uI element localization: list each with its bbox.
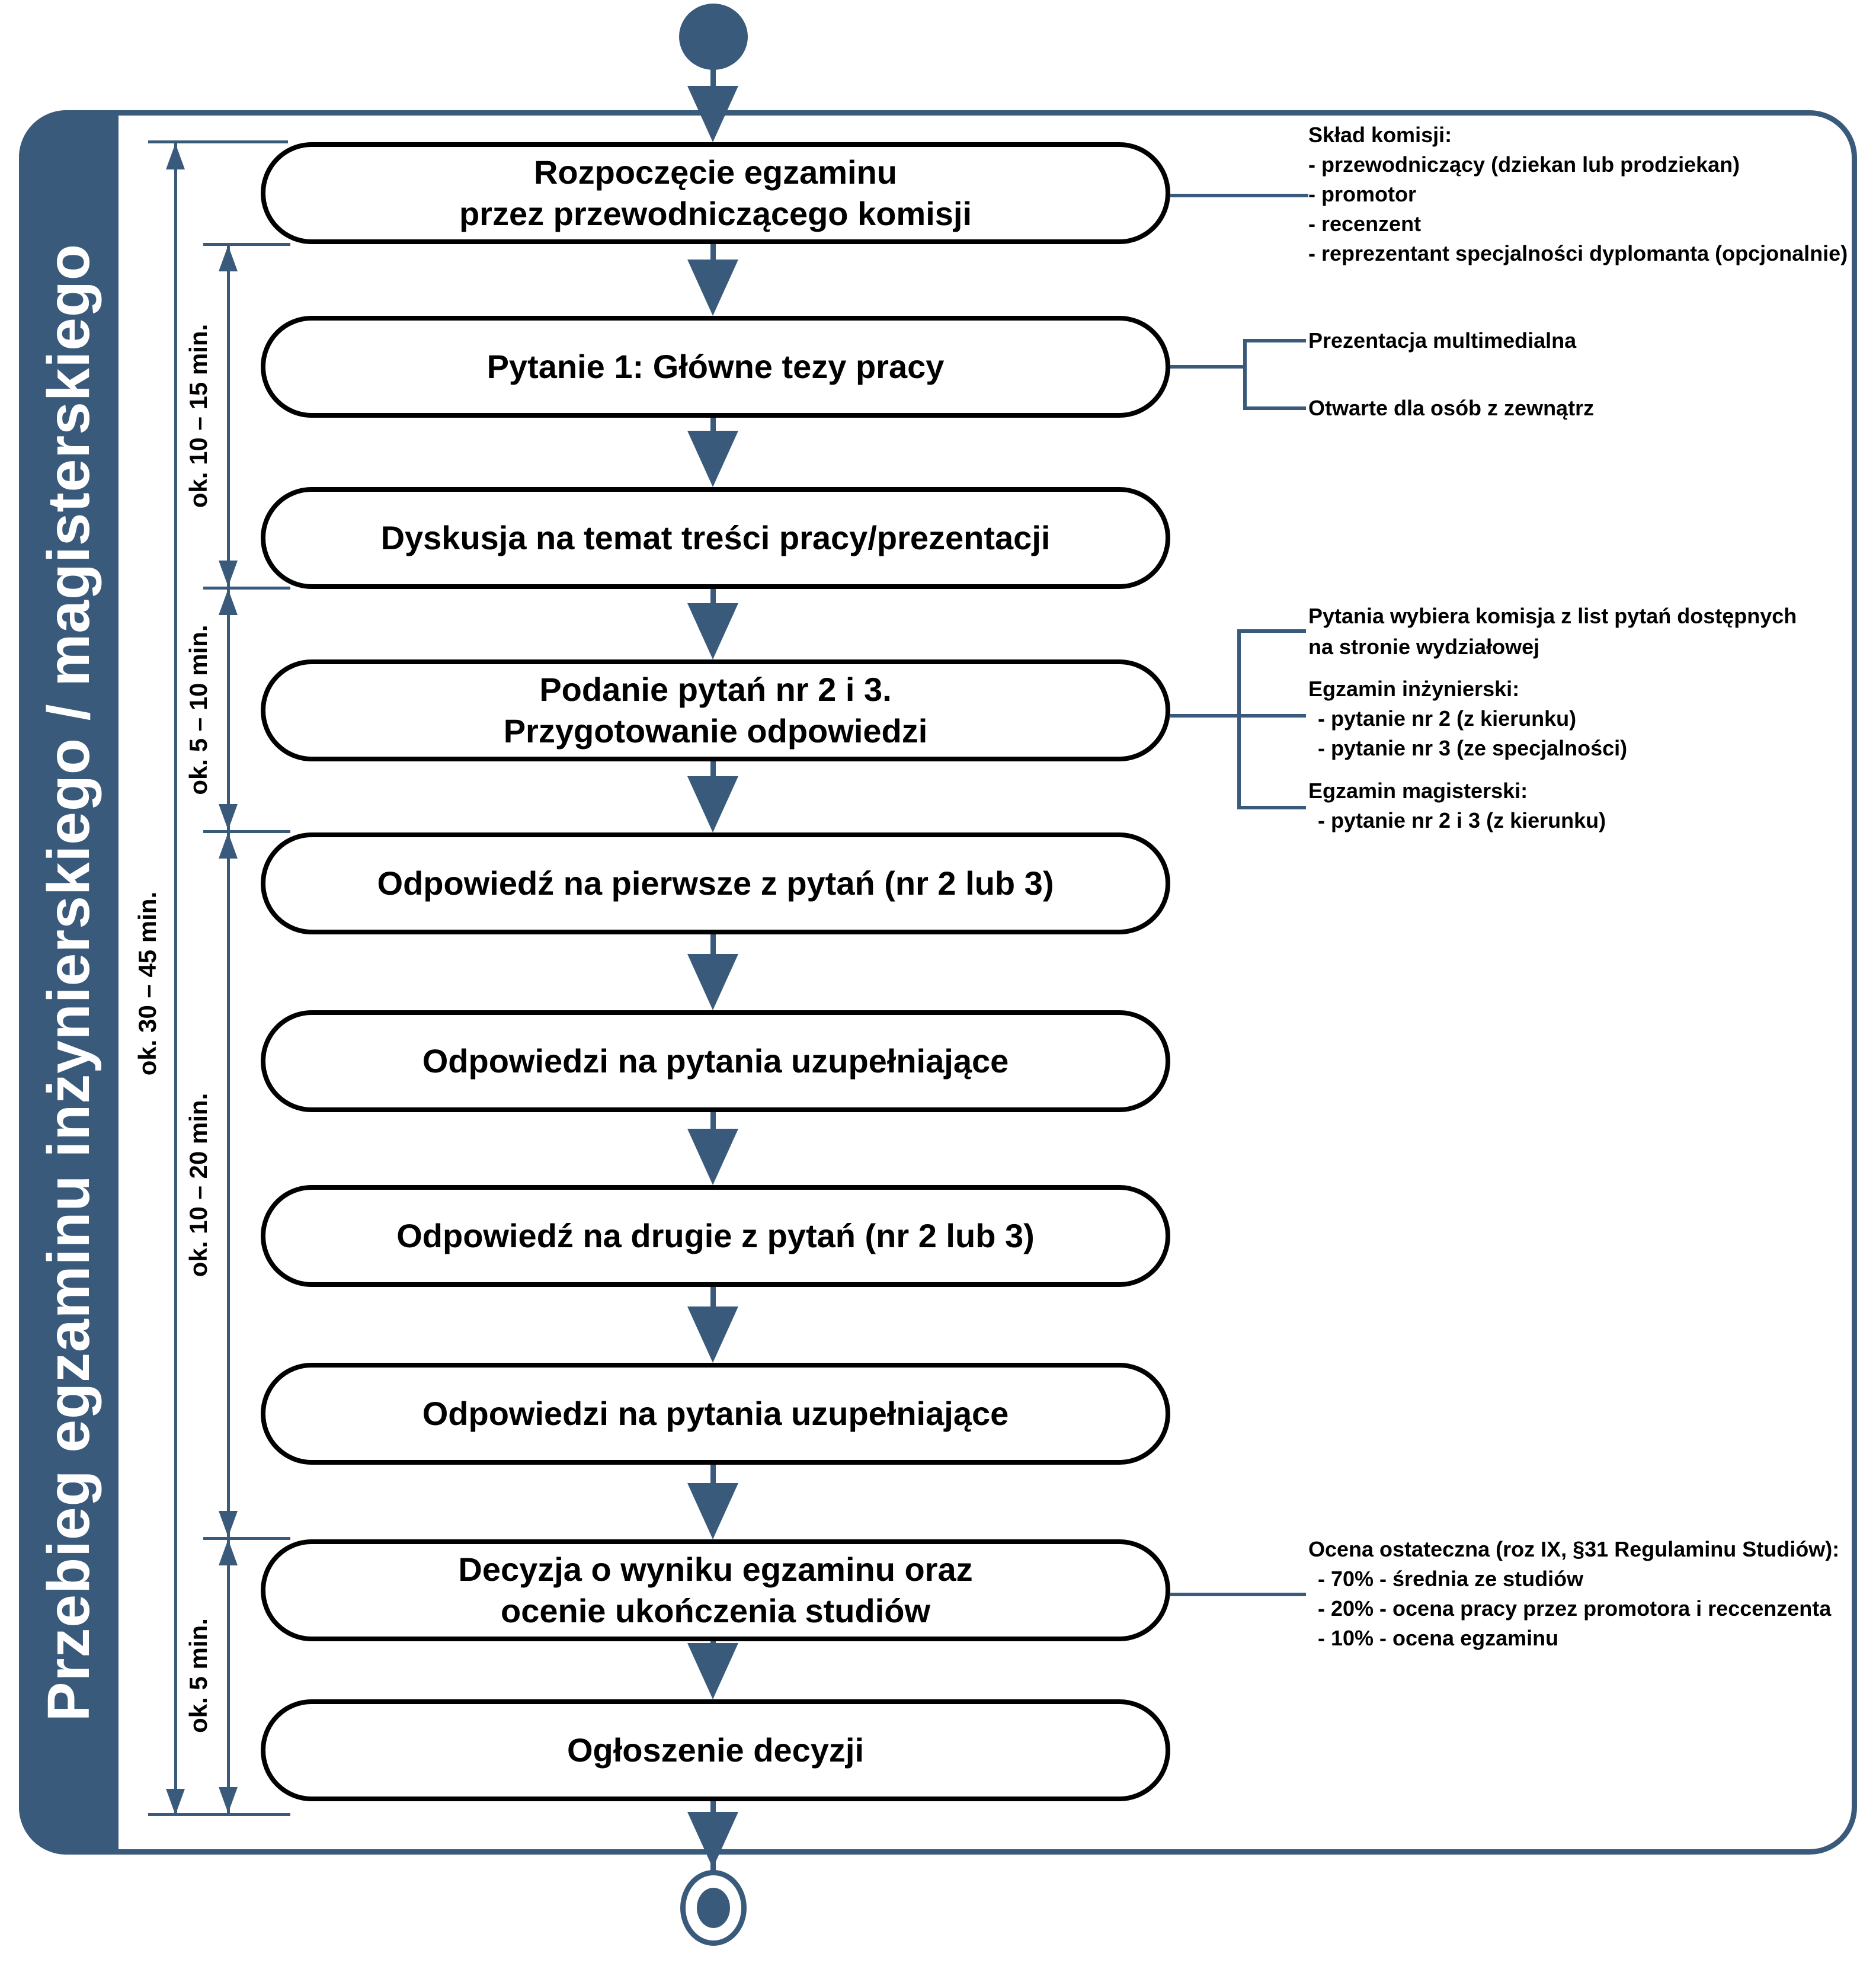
step-odpowiedzi-uzupelniajace-2: Odpowiedzi na pytania uzupełniające [261, 1363, 1170, 1465]
connector-presentation-bottom [1243, 406, 1306, 410]
step-rozpoczecie-egzaminu: Rozpoczęcie egzaminu przez przewodnicząc… [261, 142, 1170, 244]
duration-label-total: ok. 30 – 45 min. [133, 891, 161, 1076]
connector-grading [1170, 1593, 1306, 1596]
dimension-arrow [219, 804, 238, 830]
dimension-arrow [166, 1789, 185, 1815]
annotation-questions-msc-item: - pytanie nr 2 i 3 (z kierunku) [1318, 808, 1606, 832]
annotation-committee-title: Skład komisji: [1308, 123, 1452, 147]
annotation-presentation-1: Prezentacja multimedialna [1308, 328, 1577, 353]
annotation-grading-item: - 10% - ocena egzaminu [1318, 1626, 1559, 1650]
end-node-dot [697, 1888, 730, 1928]
annotation-committee-item: - przewodniczący (dziekan lub prodziekan… [1308, 152, 1740, 177]
dimension-arrow [219, 245, 238, 271]
flow-arrow-line [710, 1287, 716, 1322]
dimension-arrow [219, 1511, 238, 1537]
dimension-arrow [219, 561, 238, 587]
step-label: Dyskusja na temat treści pracy/prezentac… [380, 519, 1051, 556]
flow-arrowhead [687, 1643, 738, 1699]
step-label: Rozpoczęcie egzaminu przez przewodnicząc… [459, 153, 972, 232]
dimension-tick [203, 243, 290, 246]
dimension-tick [148, 140, 288, 143]
step-odpowiedz-pierwsze-pytanie: Odpowiedź na pierwsze z pytań (nr 2 lub … [261, 832, 1170, 934]
flow-arrowhead [687, 603, 738, 659]
step-label: Pytanie 1: Główne tezy pracy [486, 348, 945, 385]
step-label: Odpowiedzi na pytania uzupełniające [422, 1395, 1009, 1432]
diagram-title: Przebieg egzaminu inżynierskiego / magis… [35, 243, 102, 1722]
step-odpowiedzi-uzupelniajace-1: Odpowiedzi na pytania uzupełniające [261, 1010, 1170, 1112]
step-podanie-pytan: Podanie pytań nr 2 i 3. Przygotowanie od… [261, 659, 1170, 761]
dimension-tick [203, 830, 290, 833]
connector-presentation-top [1243, 339, 1306, 342]
flow-arrowhead [687, 1483, 738, 1539]
dimension-arrow [166, 143, 185, 169]
flow-arrow-line [710, 1465, 716, 1500]
dimension-line-segment3 [227, 831, 230, 1538]
connector-questions-bottom [1237, 806, 1306, 809]
connector-questions-top [1237, 629, 1306, 633]
annotation-committee-item: - reprezentant specjalności dyplomanta (… [1308, 241, 1848, 265]
connector-committee [1170, 194, 1308, 197]
step-label: Ogłoszenie decyzji [566, 1731, 865, 1769]
flow-arrowhead [687, 1306, 738, 1363]
connector-questions-bracket [1237, 629, 1241, 809]
annotation-committee-item: - promotor [1308, 182, 1416, 206]
step-label: Odpowiedź na pierwsze z pytań (nr 2 lub … [377, 864, 1054, 902]
step-label: Odpowiedzi na pytania uzupełniające [422, 1042, 1009, 1080]
annotation-questions-msc: Egzamin magisterski: - pytanie nr 2 i 3 … [1308, 776, 1606, 835]
dimension-arrow [219, 589, 238, 615]
flow-arrowhead [687, 1129, 738, 1185]
annotation-questions-eng-item: - pytanie nr 3 (ze specjalności) [1318, 736, 1628, 760]
duration-label-segment1: ok. 10 – 15 min. [184, 324, 212, 508]
annotation-grading-item: - 20% - ocena pracy przez promotora i re… [1318, 1596, 1832, 1621]
flow-arrowhead [687, 431, 738, 487]
annotation-questions-eng-item: - pytanie nr 2 (z kierunku) [1318, 706, 1577, 731]
step-decyzja-o-wyniku: Decyzja o wyniku egzaminu oraz ocenie uk… [261, 1539, 1170, 1641]
annotation-grading-title: Ocena ostateczna (roz IX, §31 Regulaminu… [1308, 1537, 1840, 1561]
dimension-tick [203, 1537, 290, 1540]
dimension-arrow [219, 1539, 238, 1565]
duration-label-segment3: ok. 10 – 20 min. [184, 1093, 212, 1277]
flow-arrowhead [687, 776, 738, 832]
dimension-arrow [219, 1787, 238, 1813]
step-dyskusja: Dyskusja na temat treści pracy/prezentac… [261, 487, 1170, 589]
annotation-questions-eng-title: Egzamin inżynierski: [1308, 677, 1520, 701]
annotation-committee-item: - recenzent [1308, 212, 1422, 236]
annotation-grading: Ocena ostateczna (roz IX, §31 Regulaminu… [1308, 1535, 1839, 1653]
annotation-questions-eng: Egzamin inżynierski: - pytanie nr 2 (z k… [1308, 674, 1627, 763]
dimension-line-segment4 [227, 1538, 230, 1813]
dimension-arrow [219, 832, 238, 859]
step-pytanie-1: Pytanie 1: Główne tezy pracy [261, 316, 1170, 418]
flow-arrowhead [687, 260, 738, 316]
flow-arrowhead [687, 1812, 738, 1868]
flow-arrowhead [687, 954, 738, 1010]
connector-presentation [1170, 365, 1246, 369]
dimension-line-segment1 [227, 244, 230, 588]
annotation-presentation-2: Otwarte dla osób z zewnątrz [1308, 396, 1595, 420]
duration-label-segment4: ok. 5 min. [184, 1618, 212, 1733]
start-node [679, 4, 748, 70]
dimension-line-total [174, 142, 177, 1816]
flow-arrow-line [710, 934, 716, 970]
annotation-questions-msc-title: Egzamin magisterski: [1308, 779, 1528, 803]
title-sidebar: Przebieg egzaminu inżynierskiego / magis… [19, 110, 119, 1855]
annotation-committee: Skład komisji: - przewodniczący (dziekan… [1308, 120, 1848, 268]
step-odpowiedz-drugie-pytanie: Odpowiedź na drugie z pytań (nr 2 lub 3) [261, 1185, 1170, 1287]
connector-presentation-bracket [1243, 339, 1247, 410]
step-ogloszenie-decyzji: Ogłoszenie decyzji [261, 1699, 1170, 1801]
step-label: Decyzja o wyniku egzaminu oraz ocenie uk… [458, 1551, 973, 1629]
dimension-tick [148, 1813, 290, 1816]
annotation-grading-item: - 70% - średnia ze studiów [1318, 1567, 1584, 1591]
dimension-tick [203, 587, 290, 590]
annotation-questions-intro: Pytania wybiera komisja z list pytań dos… [1308, 604, 1797, 659]
step-label: Odpowiedź na drugie z pytań (nr 2 lub 3) [396, 1217, 1035, 1254]
flow-arrowhead [687, 86, 738, 142]
dimension-line-segment2 [227, 588, 230, 831]
step-label: Podanie pytań nr 2 i 3. Przygotowanie od… [503, 671, 928, 750]
duration-label-segment2: ok. 5 – 10 min. [184, 625, 212, 795]
